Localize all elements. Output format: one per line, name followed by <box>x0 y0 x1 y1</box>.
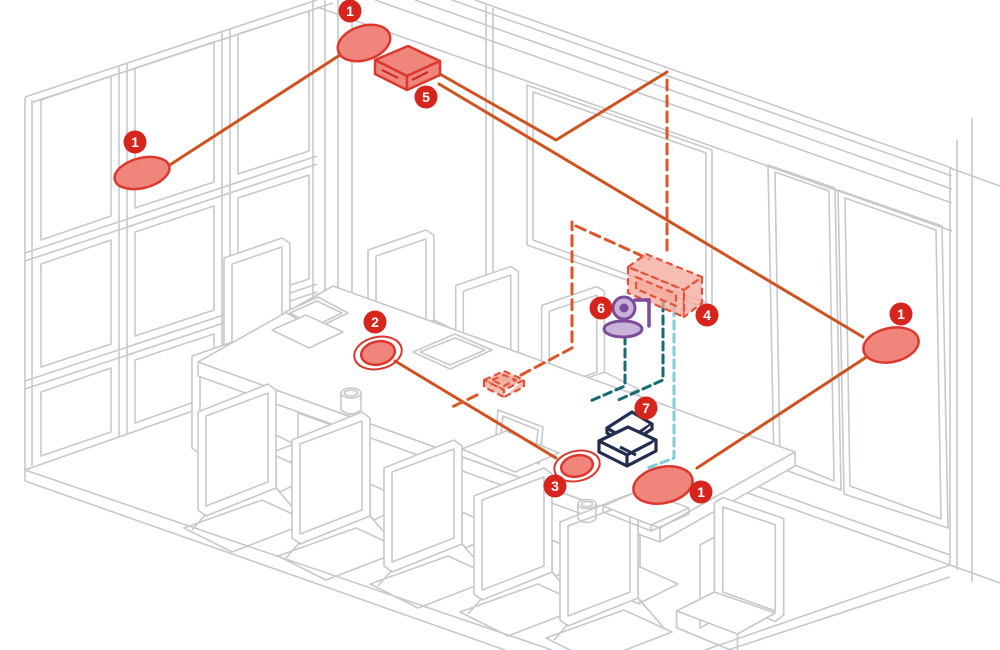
badge-av-receiver: 5 <box>414 85 438 109</box>
window-pane <box>40 367 112 457</box>
table-mic-1 <box>353 335 403 371</box>
devices <box>113 23 920 505</box>
badge-table-mic-2: 3 <box>543 474 567 498</box>
codec-slot <box>619 445 637 457</box>
wall-speaker-right <box>862 326 920 364</box>
badge-number: 1 <box>346 3 354 19</box>
badge-number: 2 <box>371 314 379 330</box>
badge-table-mic-1: 2 <box>363 310 387 334</box>
usb-cable <box>643 306 676 471</box>
ceiling-beam <box>474 0 953 169</box>
floor-edge-right <box>704 564 951 650</box>
notepad <box>412 333 493 370</box>
badge-ceiling-speaker: 1 <box>338 0 362 23</box>
window-rails <box>24 155 318 390</box>
speaker-cable-table <box>695 354 870 470</box>
hidden-cable-riser <box>519 220 574 377</box>
right-wall-corner <box>949 118 973 582</box>
badge-number: 1 <box>131 134 139 150</box>
window-mullions <box>24 29 231 470</box>
camera-lens <box>619 303 629 313</box>
wall-speaker-left <box>113 155 171 191</box>
badge-ptz-camera: 6 <box>589 296 613 320</box>
cup <box>577 498 597 524</box>
room-outline <box>24 0 1000 650</box>
right-wall-panel-inner <box>844 197 942 520</box>
badge-number: 6 <box>597 300 605 316</box>
wall-pillar <box>312 0 353 361</box>
laptop-back <box>271 296 349 349</box>
floor-edge-left <box>24 469 553 650</box>
speaker-cable-left <box>163 53 342 170</box>
badge-number: 1 <box>697 484 705 500</box>
right-wall-panel <box>767 164 842 491</box>
cable-runs <box>163 53 870 471</box>
cup <box>340 387 362 415</box>
window-pane <box>134 205 215 337</box>
soundbar <box>626 252 704 319</box>
av-receiver <box>373 44 442 92</box>
badge-number: 3 <box>551 478 559 494</box>
hidden-cable-table-box <box>448 393 479 410</box>
badge-number: 5 <box>422 89 430 105</box>
ptz-camera <box>602 295 651 339</box>
window-pane <box>40 239 112 368</box>
wall-display-inner <box>532 91 707 304</box>
table-cable-box <box>482 369 526 399</box>
badge-wall-speaker-right: 1 <box>889 302 913 326</box>
speaker-cable-right <box>437 82 865 339</box>
badge-tabletop-codec: 7 <box>634 396 658 420</box>
notebook <box>602 489 690 532</box>
badge-soundbar: 4 <box>695 303 719 327</box>
callout-badges: 1 1 1 1 2 3 4 5 <box>123 0 913 504</box>
speaker-cable-ceiling <box>436 70 669 142</box>
ceiling-beam <box>374 0 953 204</box>
soundbar-cable <box>614 301 665 403</box>
table-speaker <box>632 465 694 505</box>
right-wall-panel-inner <box>774 171 835 482</box>
right-wall-edges <box>949 167 1000 584</box>
window-pane <box>40 75 112 241</box>
window-pane <box>237 10 310 175</box>
ceiling-beam <box>414 0 953 190</box>
table-props <box>271 296 690 532</box>
badge-number: 7 <box>642 400 650 416</box>
ceiling-speaker <box>336 23 392 63</box>
camera-cable <box>586 334 627 404</box>
right-wall-panel <box>837 189 949 529</box>
ceiling-beam <box>316 6 953 232</box>
mic-cable <box>393 359 558 460</box>
badge-table-speaker: 1 <box>689 480 713 504</box>
left-wall-top-edge <box>24 0 318 98</box>
badge-number: 1 <box>897 306 905 322</box>
table-edge-end <box>659 451 796 543</box>
badge-number: 4 <box>703 307 711 323</box>
badge-wall-speaker-left: 1 <box>123 130 147 154</box>
table-mic-2 <box>553 449 601 483</box>
ceiling-beam <box>451 0 953 177</box>
hidden-cable-wall <box>574 224 651 261</box>
tabletop-codec <box>597 410 658 468</box>
